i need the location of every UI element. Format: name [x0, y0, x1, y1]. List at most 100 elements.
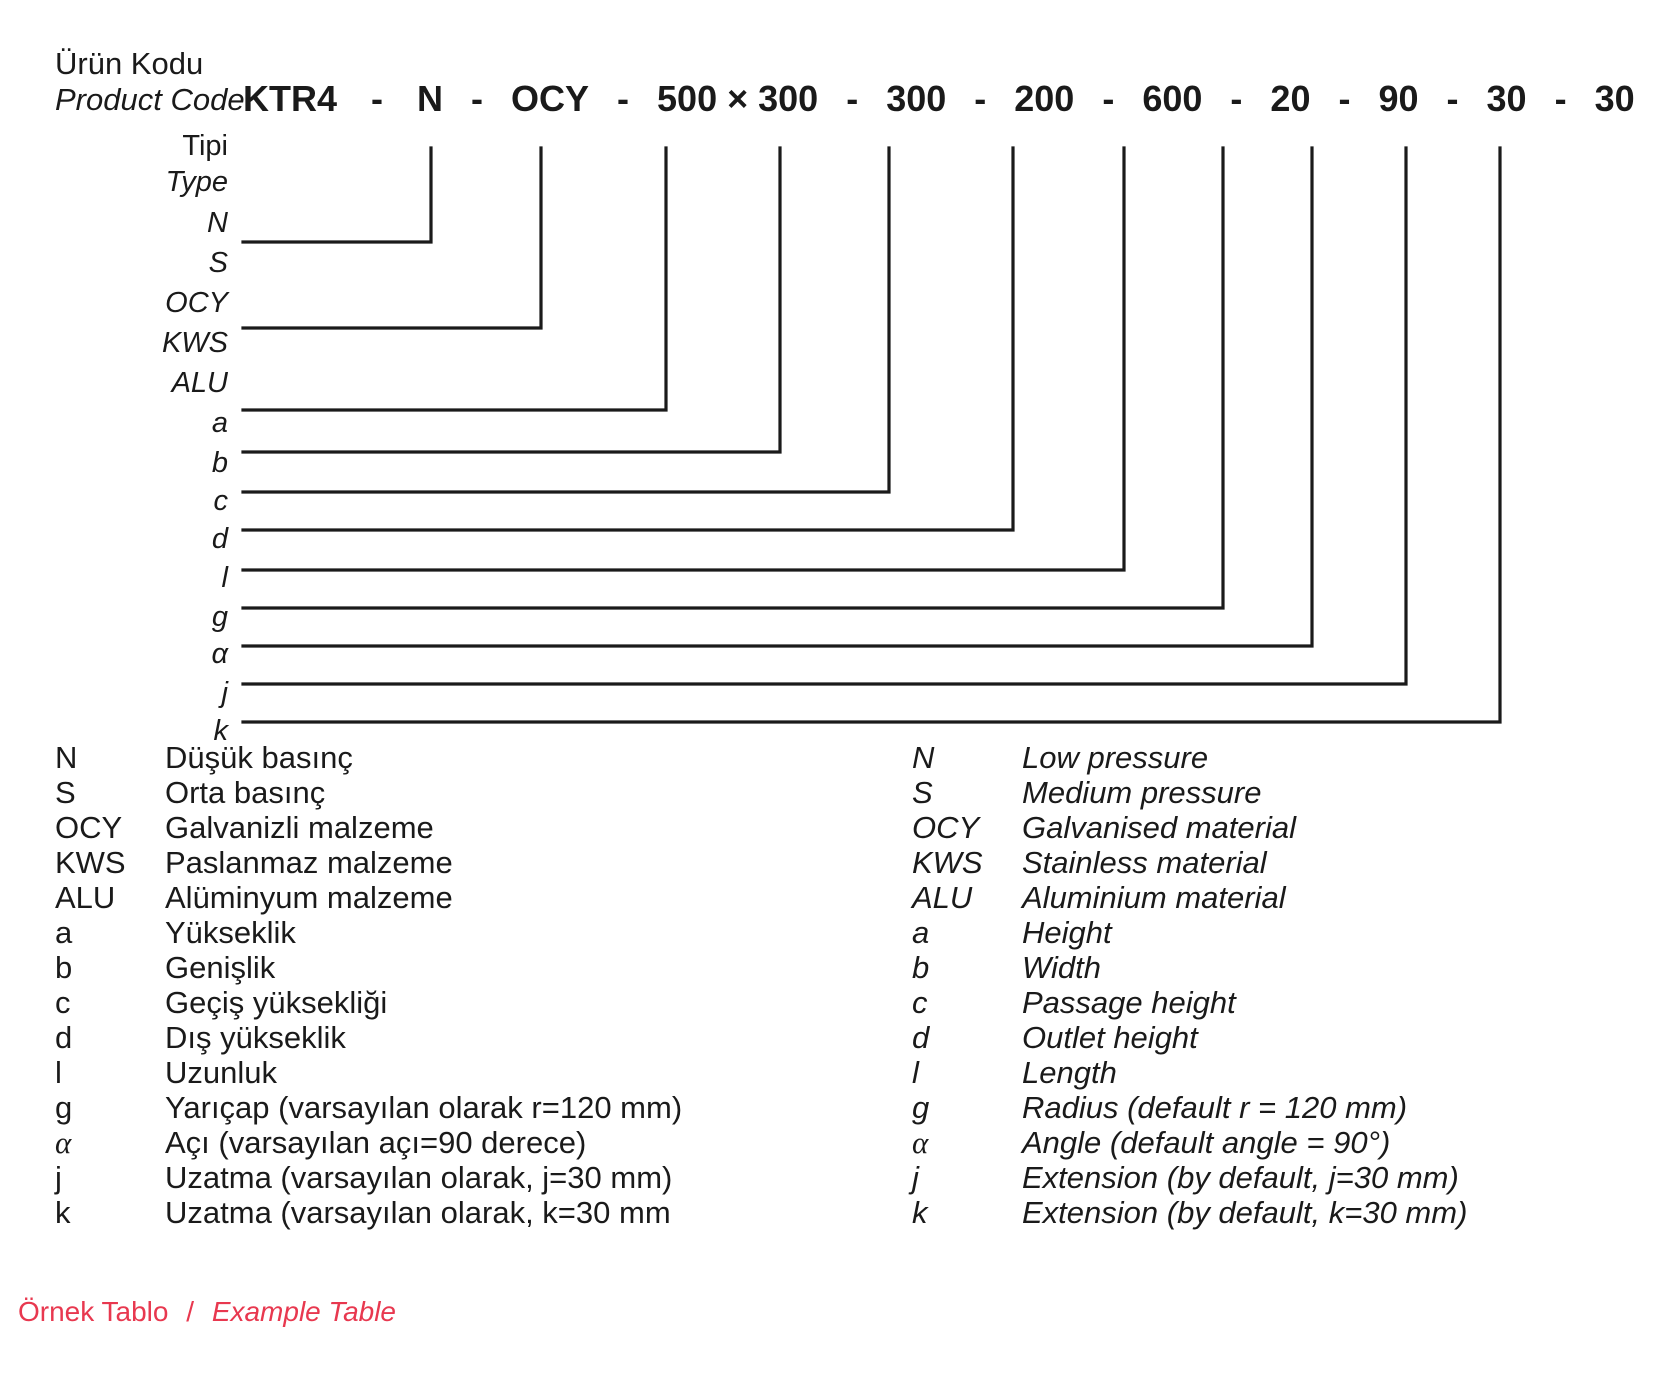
legend-key: l	[912, 1055, 919, 1090]
product-code-label-en: Product Code	[55, 82, 245, 117]
connector-line-g	[241, 146, 1225, 610]
legend-row: l Uzunluk	[55, 1055, 682, 1090]
legend-value: Paslanmaz malzeme	[165, 845, 453, 880]
legend-key: g	[912, 1090, 930, 1125]
code-segment-0: KTR4	[243, 78, 338, 119]
legend-key: α	[912, 1125, 929, 1160]
diagram-label-g: g	[211, 601, 228, 633]
legend-key: b	[55, 950, 73, 985]
diagram-label-kws: KWS	[161, 327, 228, 359]
legend-value: Angle (default angle = 90°)	[1022, 1125, 1391, 1160]
legend-key: c	[912, 985, 928, 1020]
connector-line-a	[241, 146, 668, 412]
diagram-label-c: c	[213, 485, 229, 517]
legend-key: l	[55, 1055, 62, 1090]
legend-key: KWS	[55, 845, 126, 880]
diagram-label-k: k	[213, 715, 229, 747]
legend-key: b	[912, 950, 930, 985]
legend-key: ALU	[55, 880, 116, 915]
legend-row: b Genişlik	[55, 950, 682, 985]
code-segment-5: 200	[1014, 78, 1075, 119]
diagram-label-j: j	[221, 677, 228, 709]
code-segment-9: 30	[1486, 78, 1527, 119]
code-segment-4: 300	[886, 78, 947, 119]
legend-value: Outlet height	[1022, 1020, 1198, 1055]
legend-row: k Extension (by default, k=30 mm)	[912, 1195, 1467, 1230]
legend-value: Extension (by default, k=30 mm)	[1022, 1195, 1468, 1230]
legend-key: OCY	[55, 810, 123, 845]
code-separator-0: -	[371, 78, 384, 119]
legend-row: α Angle (default angle = 90°)	[912, 1125, 1467, 1160]
connector-line-c	[241, 146, 891, 494]
legend-key: j	[55, 1160, 62, 1195]
caption-en: Example Table	[211, 1296, 396, 1327]
code-separator-2: -	[617, 78, 630, 119]
legend-value: Uzunluk	[165, 1055, 277, 1090]
legend-value: Height	[1022, 915, 1112, 950]
legend-key: k	[55, 1195, 71, 1230]
diagram-label-s: S	[208, 247, 228, 279]
caption-tr: Örnek Tablo	[18, 1296, 169, 1327]
legend-key: j	[912, 1160, 919, 1195]
caption-separator: /	[186, 1296, 195, 1327]
diagram-label-d: d	[211, 523, 228, 555]
code-segment-1: N	[417, 78, 444, 119]
legend-row: α Açı (varsayılan açı=90 derece)	[55, 1125, 682, 1160]
legend-key: g	[55, 1090, 73, 1125]
legend-key: S	[912, 775, 933, 810]
diagram-label-b: b	[211, 447, 228, 479]
connector-lines	[241, 146, 1502, 724]
legend-key: S	[55, 775, 76, 810]
legend-key: k	[912, 1195, 928, 1230]
code-separator-6: -	[1230, 78, 1243, 119]
diagram-label-tipi: Tipi	[182, 130, 228, 162]
legend-value: Uzatma (varsayılan olarak, j=30 mm)	[165, 1160, 673, 1195]
diagram-label-ocy: OCY	[165, 287, 228, 319]
legend-value: Width	[1022, 950, 1101, 985]
caption: Örnek Tablo / Example Table	[18, 1296, 396, 1328]
code-segment-6: 600	[1142, 78, 1203, 119]
connector-line-k	[241, 146, 1502, 724]
code-segment-7: 20	[1270, 78, 1311, 119]
code-segment-10: 30	[1594, 78, 1635, 119]
connector-line-alpha	[241, 146, 1314, 648]
legend-key: c	[55, 985, 71, 1020]
legend-key: d	[912, 1020, 930, 1055]
legend-key: OCY	[912, 810, 980, 845]
diagram-label-alpha: α	[211, 638, 228, 670]
code-separator-4: -	[974, 78, 987, 119]
connector-line-l	[241, 146, 1126, 572]
code-separator-7: -	[1338, 78, 1351, 119]
legend-key: α	[55, 1125, 72, 1160]
connector-line-j	[241, 146, 1408, 686]
legend-row: j Uzatma (varsayılan olarak, j=30 mm)	[55, 1160, 682, 1195]
code-segment-3: 500 × 300	[657, 78, 819, 119]
legend-key: a	[55, 915, 73, 950]
header: Ürün Kodu Product Code KTR4-N-OCY-500 × …	[0, 0, 1674, 130]
diagram-label-n: N	[207, 207, 228, 239]
legend-key: ALU	[912, 880, 973, 915]
legend-key: N	[912, 740, 935, 775]
legend-value: Extension (by default, j=30 mm)	[1022, 1160, 1459, 1195]
code-segment-2: OCY	[511, 78, 590, 119]
legend-value: Düşük basınç	[165, 740, 353, 775]
legend-value: Stainless material	[1022, 845, 1267, 880]
legend-value: Length	[1022, 1055, 1117, 1090]
legend-key: d	[55, 1020, 73, 1055]
code-separator-3: -	[846, 78, 859, 119]
legend-value: Açı (varsayılan açı=90 derece)	[165, 1125, 587, 1160]
code-separator-1: -	[471, 78, 484, 119]
legend-row: d Outlet height	[912, 1020, 1467, 1055]
legend-value: Genişlik	[165, 950, 276, 985]
legend-value: Medium pressure	[1022, 775, 1262, 810]
